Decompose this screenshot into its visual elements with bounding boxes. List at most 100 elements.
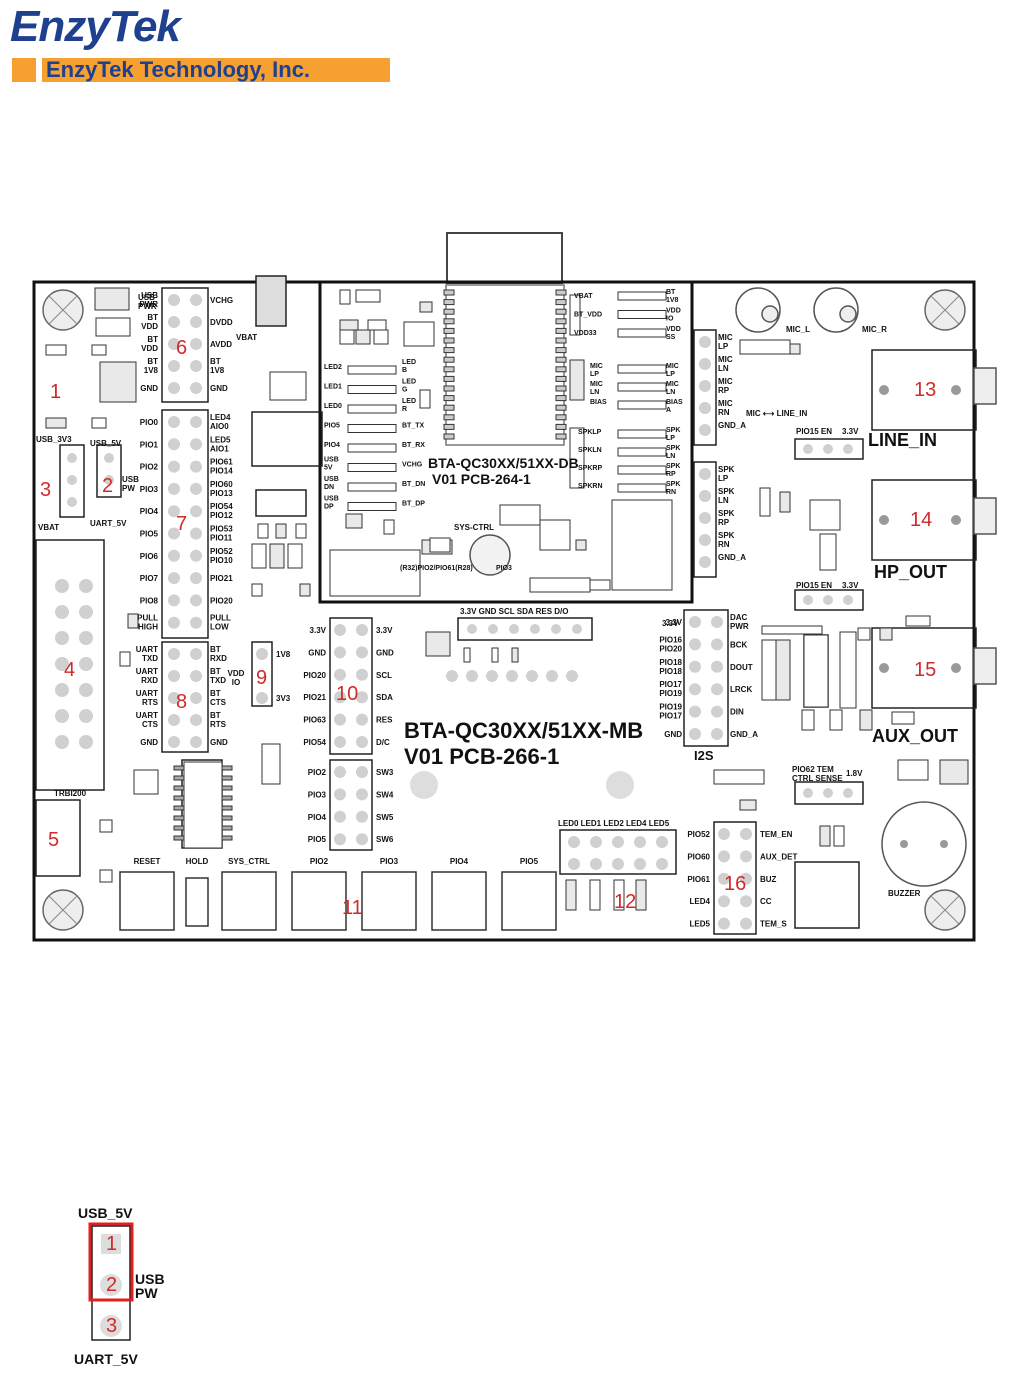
- v33-b: 3.3V: [842, 581, 859, 590]
- ic-u1-pin-r-6: [221, 825, 233, 831]
- db-pill-l-1: [347, 385, 397, 394]
- header-6-pin-l-3: [168, 360, 180, 372]
- smd-part-4: [91, 344, 107, 356]
- bt-pad-r-5: [555, 337, 567, 344]
- bt-pad-r-3: [555, 318, 567, 325]
- db-rtr-2-1: SS: [666, 334, 676, 341]
- header-6-right-label-3-0: BT: [210, 357, 221, 366]
- v33-a: 3.3V: [842, 427, 859, 436]
- callout-1: 1: [50, 381, 61, 403]
- header-7-left-label-4: PIO4: [140, 507, 159, 516]
- header-7-left-label-5: PIO5: [140, 530, 159, 539]
- header-16-pin-r-2: [740, 872, 752, 885]
- pio15-en-b: PIO15 EN: [796, 581, 832, 590]
- header-10-left-label-4: PIO63: [303, 716, 326, 725]
- jp9-label-0: 1V8: [276, 650, 291, 659]
- header-10-right-label-3: SDA: [376, 693, 393, 702]
- header-16-right-label-4: TEM_S: [760, 920, 787, 929]
- spk-label-2-0: SPK: [718, 509, 735, 518]
- smd-part-11: [251, 543, 267, 569]
- db-spkr-1-1: LN: [666, 453, 675, 460]
- detail-top-label: USB_5V: [78, 1205, 133, 1221]
- ic-u1-pin-r-5: [221, 815, 233, 821]
- smd-part-68: [99, 869, 113, 883]
- ic-u1-pin-r-0: [221, 765, 233, 771]
- con4-a-5: [55, 709, 69, 723]
- header-6-left-label-1-1: VDD: [141, 322, 158, 331]
- db-pill-mic-0: [617, 364, 667, 374]
- header-8-left-label-1-0: UART: [136, 667, 158, 676]
- smd-part-43: [839, 631, 857, 709]
- button-label-2: SYS_CTRL: [228, 857, 270, 866]
- header-16-right-label-1: AUX_DET: [760, 852, 797, 861]
- bt-pad-l-11: [443, 395, 455, 402]
- smd-part-52: [833, 825, 845, 847]
- smd-part-49: [891, 711, 915, 725]
- db-spkr-0-0: SPK: [666, 427, 680, 434]
- smd-part-65: [713, 769, 765, 785]
- header-7-left-label-6: PIO6: [140, 552, 159, 561]
- header-16-right-label-3: CC: [760, 897, 772, 906]
- db-left-5-0: USB: [324, 457, 339, 464]
- bt-pad-r-14: [555, 423, 567, 430]
- smd-part-31: [529, 577, 591, 593]
- smd-part-14: [251, 583, 263, 597]
- callout-9: 9: [256, 667, 267, 689]
- header-16-left-label-2: PIO61: [687, 875, 710, 884]
- smd-part-12: [269, 543, 285, 569]
- header-8-right-label-3-0: BT: [210, 711, 221, 720]
- header-16-pin-l-2: [718, 872, 730, 885]
- smd-part-7: [269, 371, 307, 401]
- con4-b-1: [79, 605, 93, 619]
- button-label-1: HOLD: [186, 857, 209, 866]
- db-spkl-3: SPKRN: [578, 483, 603, 490]
- mic-label-1-1: LN: [718, 364, 729, 373]
- header-8-right-label-1-1: TXD: [210, 676, 226, 685]
- db-title: BTA-QC30XX/51XX-DB: [428, 455, 579, 471]
- led-hdr-top-2: [612, 836, 624, 848]
- header-16-pin-l-1: [718, 850, 730, 863]
- header-10-right-label-2: SCL: [376, 671, 392, 680]
- header-7-pin-l-6: [168, 549, 180, 562]
- ic-u1-pin-l-3: [173, 795, 185, 801]
- usb5v-pin-1: [104, 475, 114, 485]
- mb-version: V01 PCB-266-1: [404, 744, 559, 769]
- smd-part-33: [345, 513, 363, 529]
- header-7-pin-r-7: [190, 572, 202, 585]
- smd-part-16: [339, 289, 351, 305]
- smd-part-21: [355, 329, 371, 345]
- vbat-label: VBAT: [38, 523, 59, 532]
- detail-pin-number-2: 2: [106, 1274, 117, 1296]
- smd-part-45: [879, 627, 893, 641]
- header-8-pin-l-2: [168, 692, 180, 704]
- callout-4: 4: [64, 659, 75, 681]
- db-pill-r-0: [617, 291, 667, 301]
- header-i2s-pin-l-4: [689, 705, 701, 718]
- usb3v3-pin-2: [67, 497, 77, 507]
- ic-u1-pin-l-4: [173, 805, 185, 811]
- header-7-right-label-3-0: PIO60: [210, 480, 233, 489]
- header-8-left-label-1-1: RXD: [141, 676, 158, 685]
- header-6-pin-l-1: [168, 316, 180, 328]
- smd-part-67: [99, 819, 113, 833]
- header-16-pin-l-4: [718, 917, 730, 930]
- detail-pin-number-1: 1: [106, 1233, 117, 1255]
- header-10-left-label-1: GND: [308, 648, 326, 657]
- mic-pin-0: [699, 336, 711, 348]
- db-rtr-0-1: 1V8: [666, 297, 679, 304]
- smd-part-54: [127, 613, 139, 629]
- smd-part-18: [339, 319, 359, 331]
- bt-pad-l-13: [443, 414, 455, 421]
- db-left-4: PIO4: [324, 442, 340, 449]
- header-16-left-label-1: PIO60: [687, 852, 710, 861]
- header-6-left-label-3-1: 1V8: [144, 366, 159, 375]
- smd-part-76: [569, 427, 585, 489]
- bt-pad-r-6: [555, 347, 567, 354]
- detail-pin-1: [101, 1234, 121, 1254]
- smd-part-47: [829, 709, 843, 731]
- jp9-pin-0: [256, 648, 268, 660]
- smd-part-34: [329, 549, 421, 597]
- header-6-pin-l-2: [168, 338, 180, 350]
- db-micr-0-1: LP: [666, 371, 675, 378]
- db-pill-l-0: [347, 365, 397, 375]
